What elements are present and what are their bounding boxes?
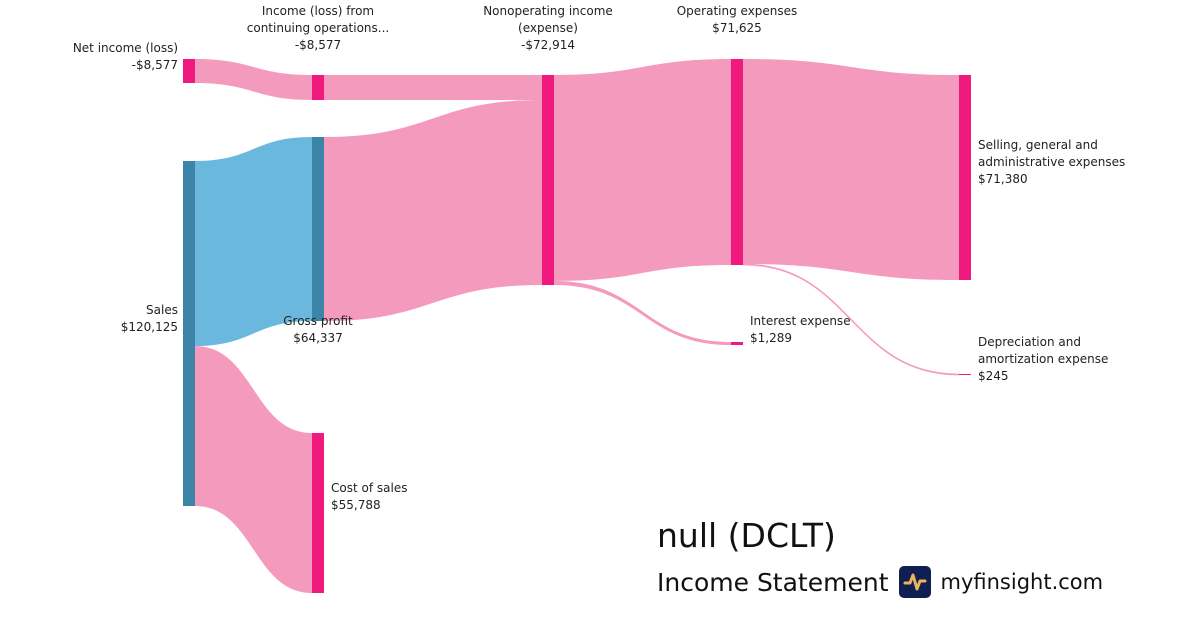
node-label: Nonoperating income [483, 4, 613, 18]
statement-title: Income Statement [657, 567, 889, 597]
link-sales-gp [195, 137, 312, 346]
node-label: Net income (loss) [72, 41, 178, 55]
node-label: amortization expense [978, 352, 1109, 366]
node-gp [312, 137, 324, 321]
node-cont [312, 75, 324, 100]
node-int [731, 342, 743, 345]
site-link[interactable]: myfinsight.com [940, 570, 1104, 594]
link-opex-sga [743, 59, 959, 280]
node-net [183, 59, 195, 83]
myfinsight-logo-icon [898, 566, 931, 598]
node-label: Depreciation and [978, 335, 1081, 349]
label-sales: Sales $120,125 [121, 302, 178, 336]
node-value: $71,625 [712, 21, 762, 35]
node-label: Income (loss) from [261, 4, 375, 18]
node-label: Cost of sales [331, 481, 408, 495]
node-value: -$8,577 [294, 38, 342, 52]
link-nonop-int [554, 281, 731, 345]
node-sga [959, 75, 971, 280]
link-gp-nonop [324, 100, 542, 321]
node-label: (expense) [518, 21, 578, 35]
link-cont-nonop [324, 75, 542, 100]
node-label: Selling, general and [978, 138, 1098, 152]
label-net: Net income (loss) -$8,577 [73, 40, 178, 74]
node-label: administrative expenses [978, 155, 1126, 169]
node-label: Interest expense [750, 314, 851, 328]
node-value: -$72,914 [521, 38, 575, 52]
node-value: $245 [978, 369, 1009, 383]
label-cont: Income (loss) from continuing operations.… [247, 3, 389, 54]
footer-subtitle: Income Statement myfinsight.com [657, 566, 1103, 598]
label-opex: Operating expenses $71,625 [677, 3, 798, 37]
company-title: null (DCLT) [657, 516, 836, 555]
node-value: $71,380 [978, 172, 1028, 186]
label-cos: Cost of sales $55,788 [331, 480, 407, 514]
node-label: Operating expenses [676, 4, 798, 18]
label-int: Interest expense $1,289 [750, 313, 851, 347]
node-da [959, 374, 971, 375]
node-label: Gross profit [283, 314, 353, 328]
label-sga: Selling, general and administrative expen… [978, 137, 1125, 188]
link-sales-cos [195, 346, 312, 593]
node-cos [312, 433, 324, 593]
node-value: $64,337 [293, 331, 343, 345]
label-nonop: Nonoperating income (expense) -$72,914 [483, 3, 613, 54]
node-sales [183, 161, 195, 506]
link-net-cont [195, 59, 312, 100]
node-label: continuing operations... [246, 21, 390, 35]
node-value: $1,289 [750, 331, 792, 345]
label-gp: Gross profit $64,337 [283, 313, 353, 347]
node-value: -$8,577 [131, 58, 178, 72]
node-nonop [542, 75, 554, 285]
node-opex [731, 59, 743, 265]
label-da: Depreciation and amortization expense $245 [978, 334, 1108, 385]
node-value: $55,788 [331, 498, 381, 512]
node-value: $120,125 [120, 320, 178, 334]
node-label: Sales [146, 303, 178, 317]
link-nonop-opex [554, 59, 731, 281]
